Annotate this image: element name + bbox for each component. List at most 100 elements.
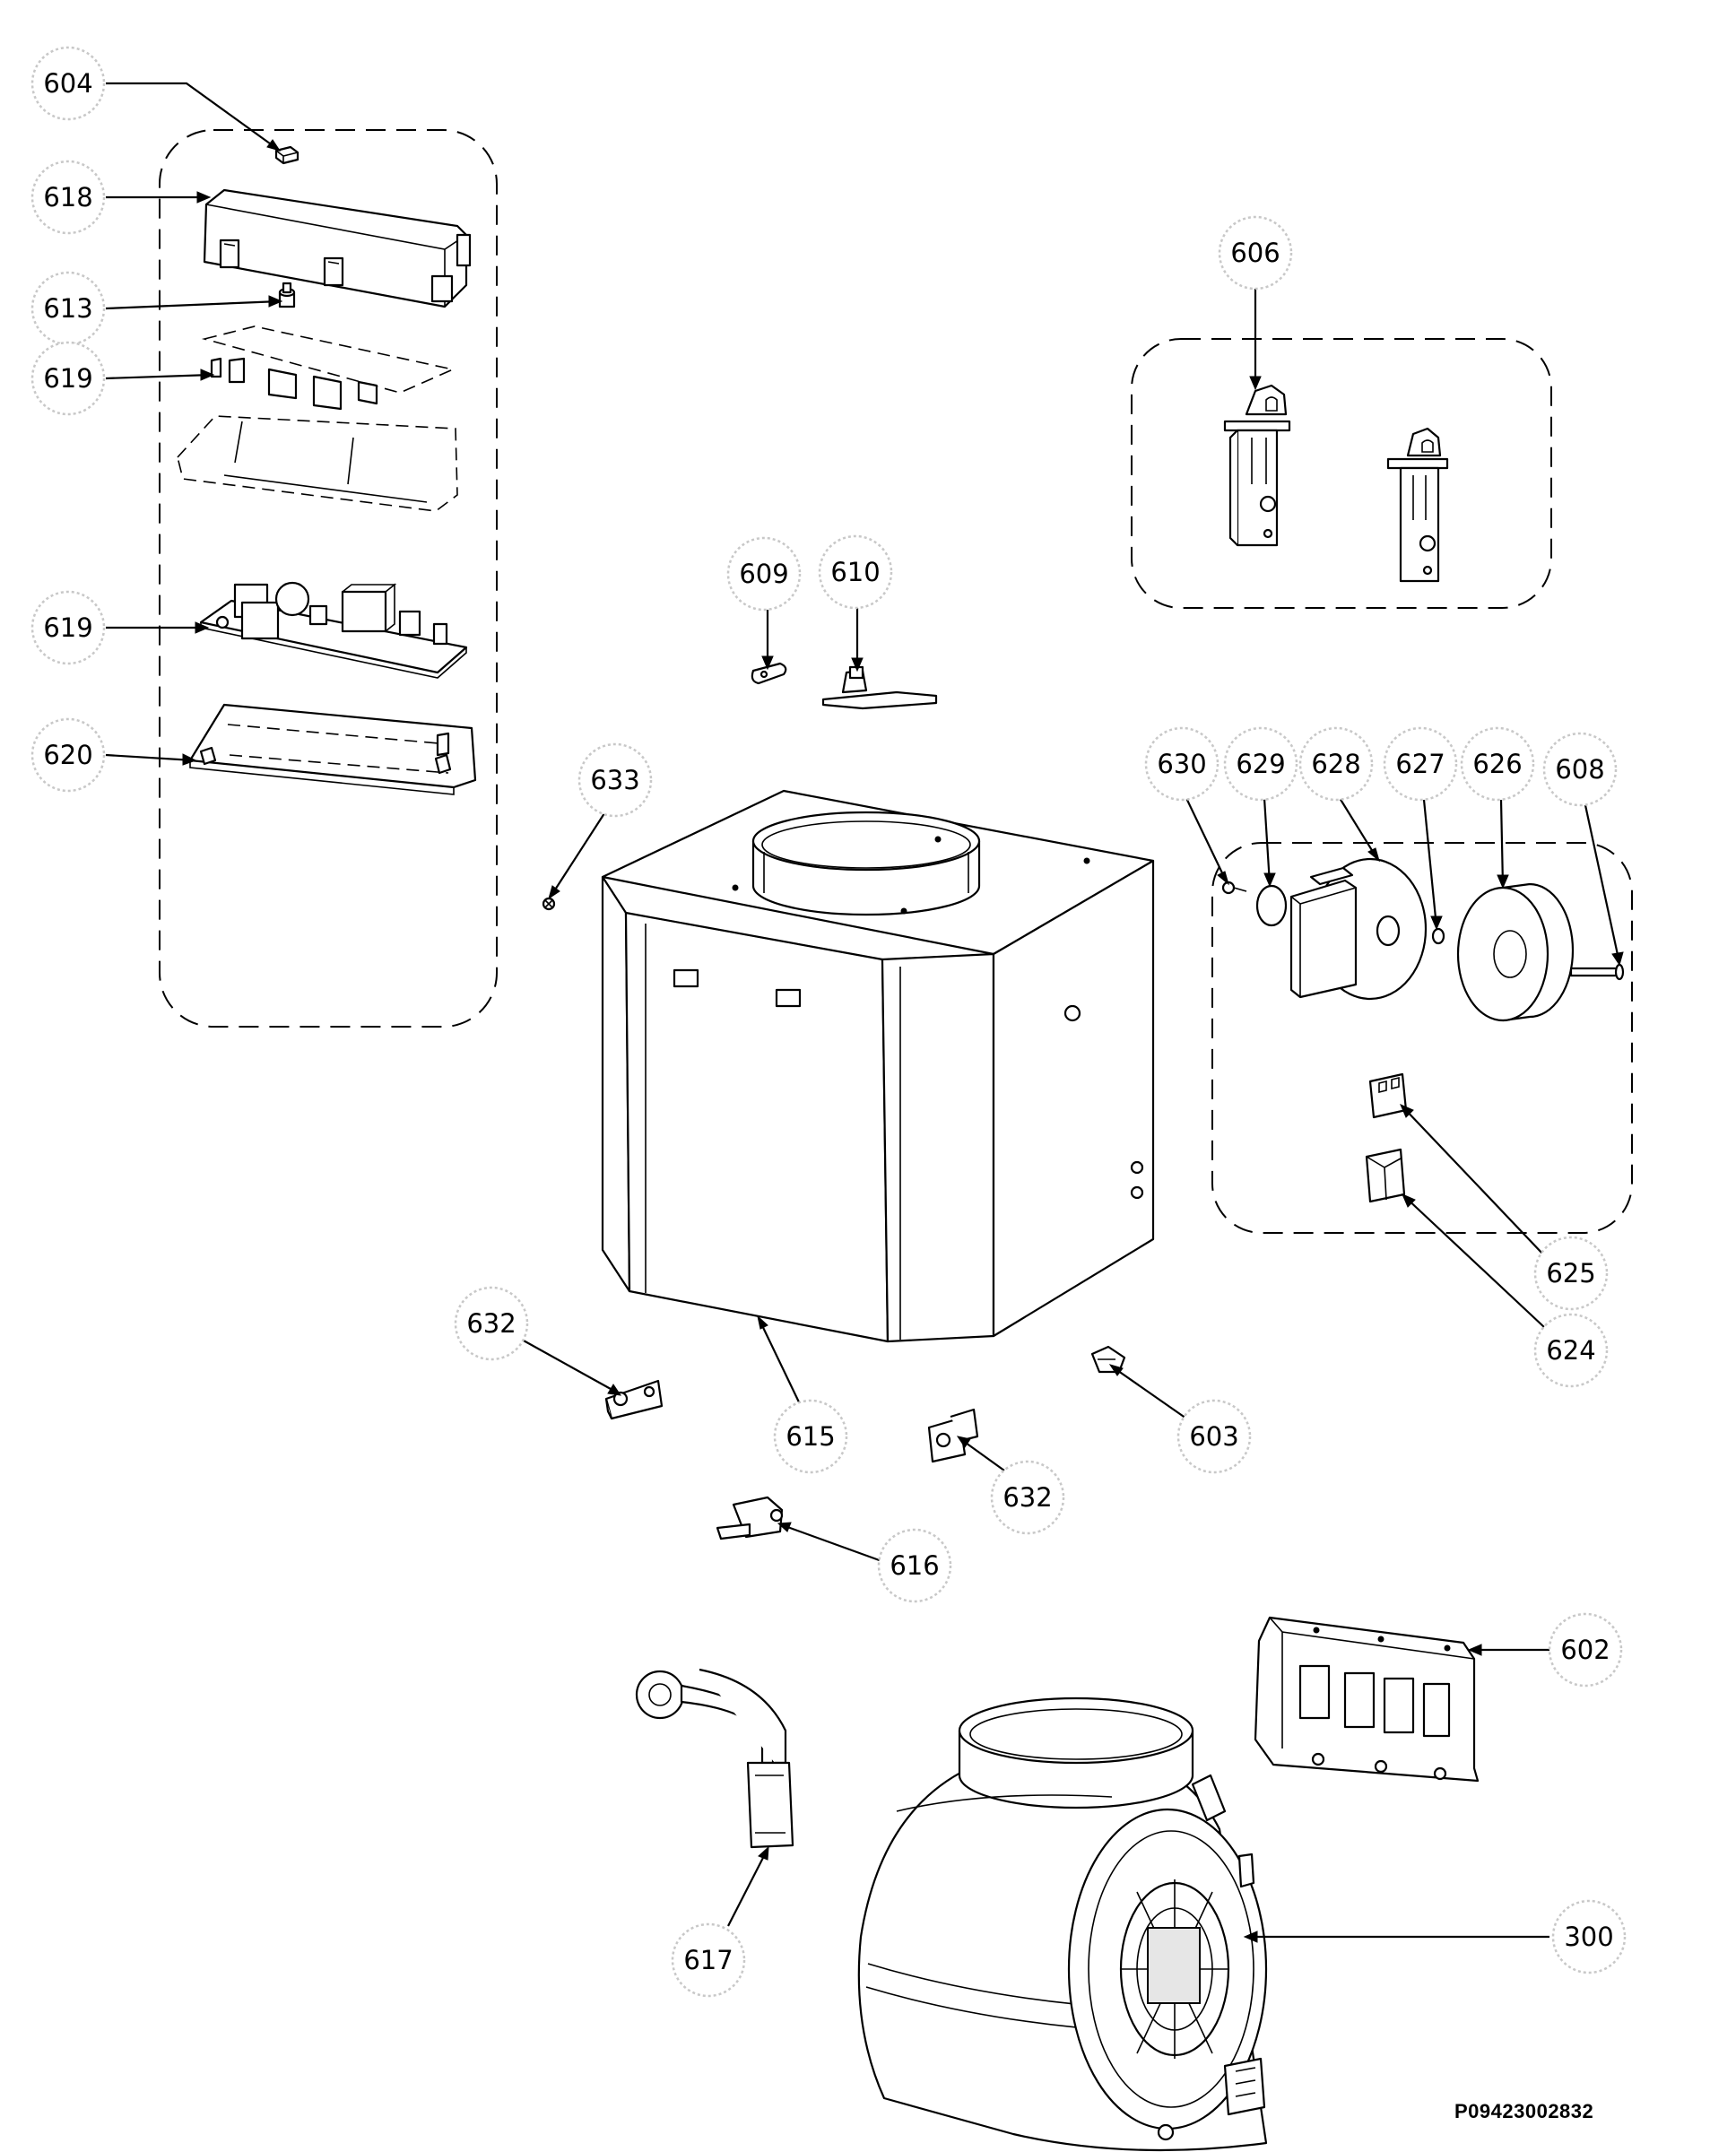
svg-text:615: 615 (786, 1421, 835, 1452)
callout-629: 629 (1223, 726, 1298, 802)
svg-text:625: 625 (1546, 1258, 1595, 1289)
svg-text:633: 633 (590, 765, 639, 795)
callout-624: 624 (1533, 1313, 1609, 1388)
callout-613: 613 (30, 271, 106, 346)
callout-602: 602 (1548, 1612, 1623, 1688)
callouts: 604 618 613 619 619 620 606 609 610 633 … (30, 46, 1627, 1998)
svg-text:618: 618 (43, 182, 92, 213)
callout-606: 606 (1218, 215, 1293, 291)
svg-text:629: 629 (1236, 749, 1285, 779)
part-615-main-housing (601, 789, 1155, 1343)
svg-text:602: 602 (1560, 1635, 1610, 1665)
part-619-pcb-lower (199, 581, 468, 679)
svg-text:616: 616 (890, 1550, 939, 1581)
reference-code: P09423002832 (1454, 2100, 1594, 2122)
part-609-plate (751, 662, 787, 685)
callout-610: 610 (818, 534, 893, 610)
svg-text:632: 632 (1003, 1482, 1052, 1513)
leader-613 (105, 299, 281, 310)
callout-609: 609 (726, 536, 802, 612)
part-604-clip (274, 145, 299, 165)
leader-626 (1499, 799, 1505, 887)
leader-615 (758, 1317, 803, 1409)
leader-616 (779, 1523, 885, 1564)
callout-633: 633 (577, 742, 653, 818)
part-613-spacer (278, 282, 296, 308)
part-617-capacitor (635, 1668, 794, 1849)
svg-text:627: 627 (1395, 749, 1445, 779)
callout-618: 618 (30, 160, 106, 235)
leader-632-left (521, 1339, 620, 1394)
group-hangers (1131, 338, 1552, 609)
callout-627: 627 (1383, 726, 1458, 802)
leader-630 (1185, 795, 1228, 883)
svg-text:619: 619 (43, 612, 92, 643)
svg-text:613: 613 (43, 293, 92, 324)
group-control-unit (159, 129, 498, 1028)
part-629-washer (1255, 884, 1288, 927)
part-618-housing-cover (203, 188, 472, 308)
part-616-switch (716, 1496, 784, 1540)
leader-625 (1402, 1106, 1545, 1256)
callout-615: 615 (773, 1399, 848, 1474)
leader-629 (1263, 797, 1272, 885)
leader-lines (105, 82, 1624, 1943)
part-624-connector (1365, 1148, 1406, 1203)
callout-603: 603 (1176, 1399, 1252, 1474)
svg-text:624: 624 (1546, 1335, 1595, 1366)
svg-text:300: 300 (1564, 1922, 1613, 1952)
svg-text:619: 619 (43, 363, 92, 394)
leader-620 (105, 753, 195, 762)
part-633-screw (542, 897, 556, 911)
part-620-housing-tray (188, 703, 477, 795)
leader-624 (1403, 1195, 1545, 1328)
leader-617 (727, 1848, 768, 1927)
parts (177, 145, 1625, 2152)
callout-628: 628 (1298, 726, 1374, 802)
leader-619-upper (105, 373, 213, 380)
part-606-hanger-brackets (1223, 384, 1449, 583)
svg-text:630: 630 (1157, 749, 1206, 779)
part-300-blower (857, 1696, 1268, 2152)
leader-604 (106, 82, 281, 152)
svg-text:608: 608 (1555, 754, 1604, 785)
callout-630: 630 (1144, 726, 1220, 802)
callout-619-upper: 619 (30, 341, 106, 416)
part-632-bracket-left (604, 1379, 664, 1420)
callout-604: 604 (30, 46, 106, 121)
part-603-clip (1090, 1345, 1126, 1374)
leader-628 (1339, 797, 1378, 860)
part-602-bracket-plate (1254, 1616, 1480, 1783)
svg-text:626: 626 (1472, 749, 1522, 779)
callout-625: 625 (1533, 1236, 1609, 1311)
svg-text:604: 604 (43, 68, 92, 99)
svg-text:620: 620 (43, 740, 92, 770)
svg-text:632: 632 (466, 1308, 516, 1339)
svg-text:610: 610 (830, 557, 880, 587)
leader-627 (1422, 799, 1438, 928)
callout-617: 617 (671, 1922, 746, 1998)
part-626-pulley (1456, 882, 1575, 1022)
part-610-bracket (821, 665, 938, 710)
callout-632-center: 632 (990, 1460, 1065, 1535)
group-outlines (159, 129, 1633, 1234)
part-619-board-upper (177, 325, 458, 512)
svg-text:609: 609 (739, 559, 788, 589)
group-damper (1211, 842, 1633, 1234)
svg-text:628: 628 (1311, 749, 1360, 779)
callout-619-lower: 619 (30, 590, 106, 665)
leader-608 (1584, 804, 1621, 964)
part-627-nut (1431, 927, 1445, 945)
part-628-damper-motor (1289, 857, 1428, 1001)
part-632-bracket-center (927, 1408, 979, 1463)
svg-text:603: 603 (1189, 1421, 1238, 1452)
svg-text:617: 617 (683, 1945, 733, 1975)
callout-616: 616 (877, 1528, 952, 1603)
callout-300: 300 (1551, 1899, 1627, 1974)
part-608-shaft (1569, 963, 1625, 981)
leader-633 (550, 810, 607, 898)
callout-632-left: 632 (454, 1286, 529, 1361)
callout-626: 626 (1460, 726, 1535, 802)
part-625-connector (1368, 1072, 1408, 1119)
